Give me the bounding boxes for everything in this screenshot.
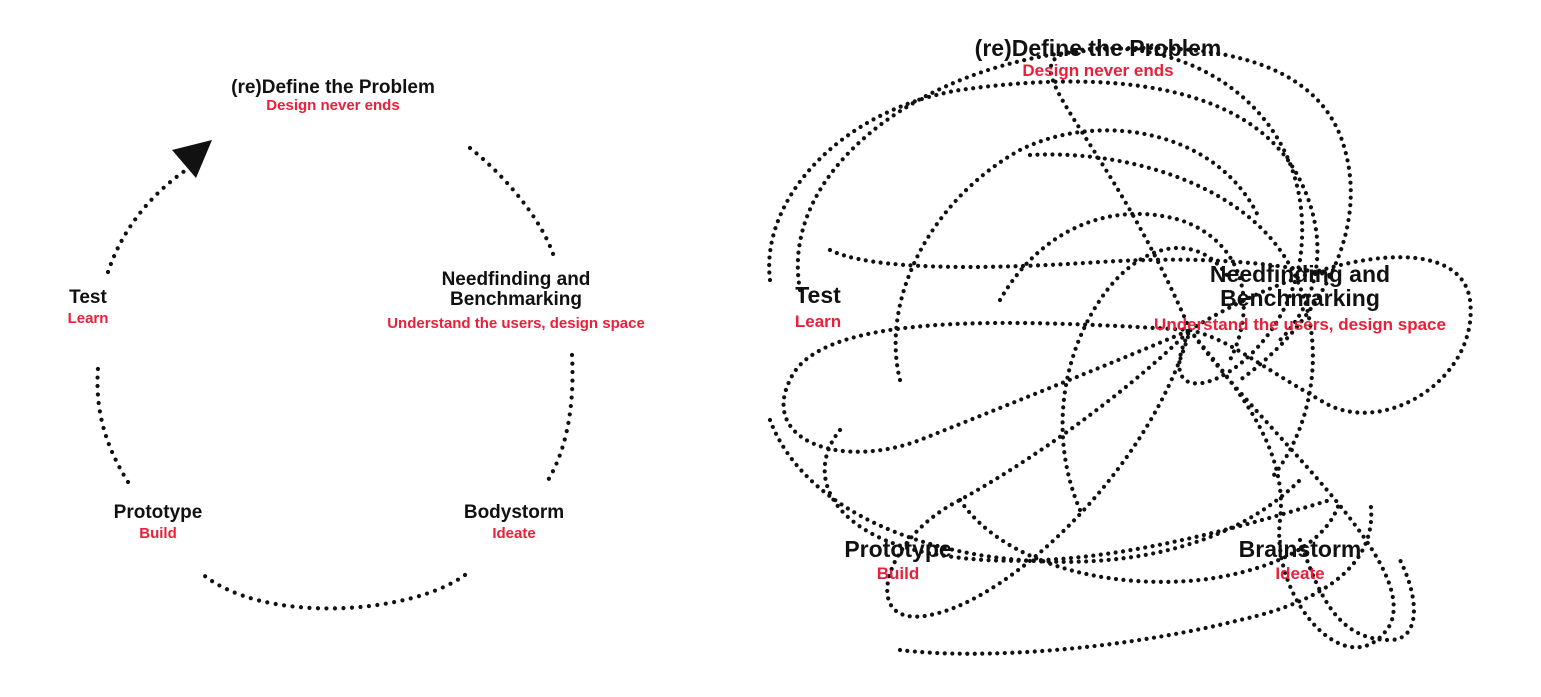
messy-loop-6 (795, 45, 1353, 383)
messy-loop-2 (1184, 255, 1473, 415)
right-brain-subtitle: Ideate (1275, 564, 1325, 584)
messy-loop-17 (1297, 537, 1417, 643)
messy-loop-8 (893, 128, 1263, 383)
left-proto-title: Prototype (113, 502, 203, 523)
right-need-title-line1: Needfinding and (1209, 261, 1391, 287)
arc-bodystorm-to-prototype (197, 569, 468, 611)
messy-loop-9 (1027, 152, 1315, 483)
left-define-title: (re)Define the Problem (231, 77, 435, 98)
left-stage-prototype: Prototype Build (114, 503, 203, 542)
right-test-title: Test (795, 282, 841, 308)
right-need-subtitle: Understand the users, design space (1154, 315, 1446, 335)
left-stage-test: Test Learn (68, 288, 109, 327)
arc-define-to-needfinding (467, 145, 558, 263)
right-test-subtitle: Learn (794, 312, 842, 332)
left-define-subtitle: Design never ends (266, 96, 400, 114)
messy-cycle-loops (767, 45, 1473, 656)
right-stage-test: Test Learn (795, 283, 841, 331)
messy-loop-16 (827, 247, 1333, 278)
left-need-title-line2: Benchmarking (450, 288, 582, 310)
left-need-title-line1: Needfinding and (441, 269, 591, 290)
right-stage-brainstorm: Brainstorm Ideate (1239, 537, 1362, 583)
right-stage-define: (re)Define the Problem Design never ends (975, 36, 1222, 80)
right-stage-prototype: Prototype Build (844, 537, 951, 583)
left-stage-define: (re)Define the Problem Design never ends (231, 78, 435, 114)
left-test-subtitle: Learn (67, 309, 109, 327)
right-proto-subtitle: Build (876, 564, 920, 584)
messy-loop-15 (957, 497, 1343, 584)
right-proto-title: Prototype (844, 536, 952, 562)
messy-loop-11 (897, 497, 1374, 656)
messy-loop-7 (767, 79, 1320, 343)
left-test-title: Test (69, 287, 107, 308)
right-define-title: (re)Define the Problem (974, 35, 1222, 61)
messy-loop-13 (1060, 245, 1233, 513)
messy-loop-3 (1188, 328, 1396, 650)
messy-loop-4 (885, 322, 1195, 619)
messy-loop-12 (822, 427, 1333, 563)
left-body-subtitle: Ideate (492, 524, 536, 542)
messy-loop-1 (1048, 46, 1305, 386)
right-need-title-line2: Benchmarking (1220, 285, 1380, 312)
ideal-cycle-loop (95, 140, 575, 611)
arc-test-to-define (105, 167, 189, 275)
left-stage-needfinding: Needfinding and Benchmarking Understand … (387, 270, 645, 332)
messy-loop-14 (997, 211, 1246, 363)
right-brain-title: Brainstorm (1238, 536, 1362, 562)
right-define-subtitle: Design never ends (1022, 61, 1174, 81)
left-proto-subtitle: Build (139, 524, 177, 542)
cycle-arrowhead (172, 140, 212, 178)
left-stage-bodystorm: Bodystorm Ideate (464, 503, 564, 542)
arc-prototype-to-test (95, 365, 131, 485)
left-body-title: Bodystorm (463, 502, 565, 523)
arc-needfinding-to-bodystorm (542, 352, 575, 488)
left-need-subtitle: Understand the users, design space (387, 314, 645, 332)
messy-loop-5 (781, 320, 1191, 454)
right-stage-needfinding: Needfinding and Benchmarking Understand … (1154, 262, 1446, 334)
